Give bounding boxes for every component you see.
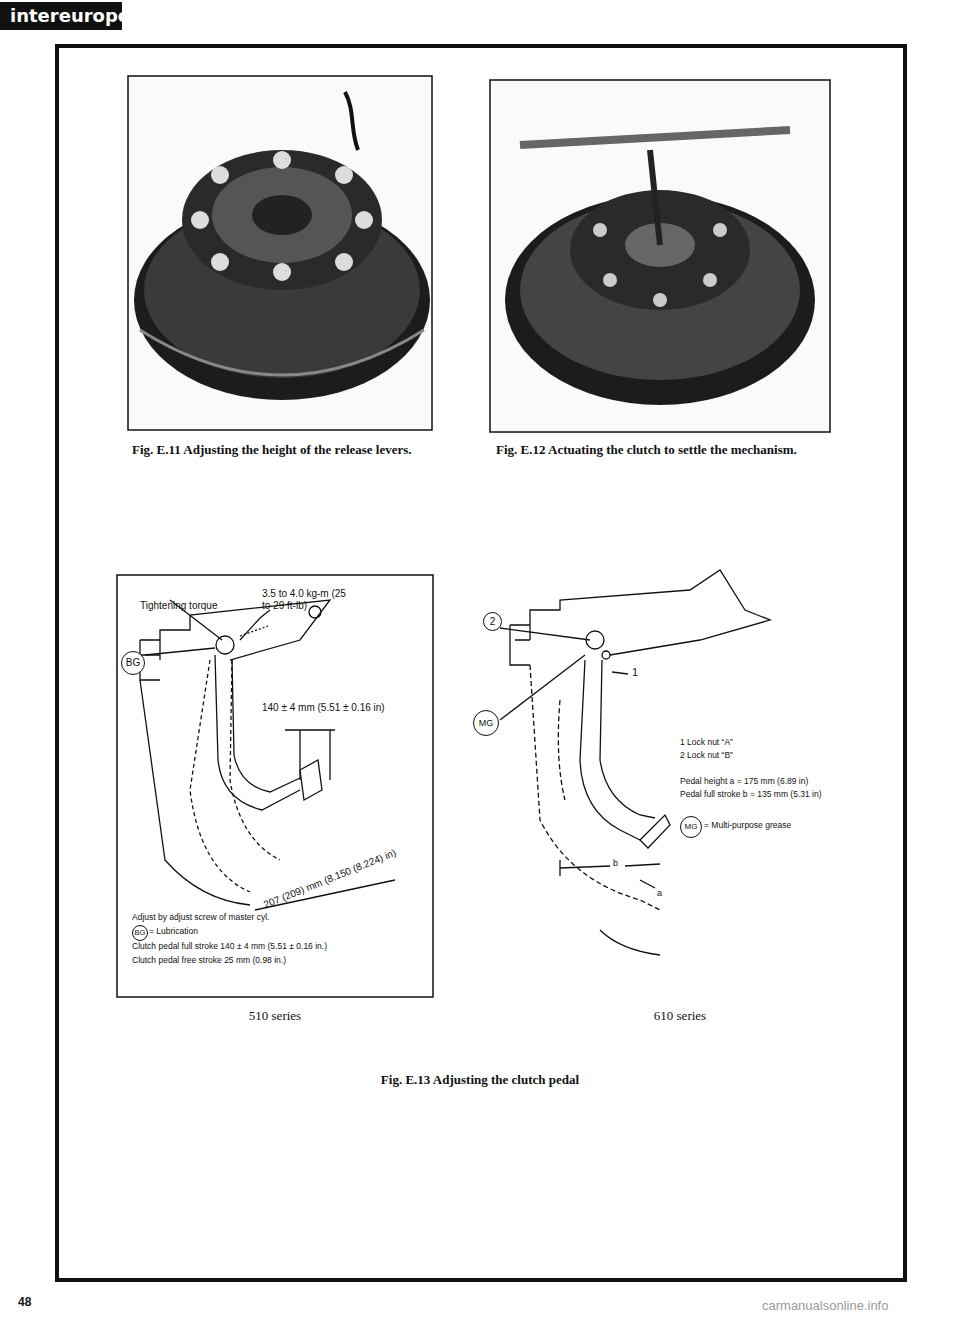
figure-caption: Fig. E.13 Adjusting the clutch pedal <box>381 1072 579 1088</box>
note-text: Adjust by adjust screw of master cyl. <box>132 912 269 922</box>
note-text: = Multi-purpose grease <box>704 820 791 830</box>
note-text: Clutch pedal full stroke 140 ± 4 mm (5.5… <box>132 941 327 951</box>
clutch-photo <box>490 80 830 432</box>
dimension-letter: b <box>613 858 618 869</box>
dimension-text: Pedal full stroke b = 135 mm (5.31 in) <box>680 789 822 799</box>
grease-symbol: MG <box>680 816 702 838</box>
lubrication-symbol: BG <box>132 925 148 941</box>
logo-text: intereurope <box>10 5 130 27</box>
part-name: 1 Lock nut “A” <box>680 737 733 747</box>
note-text: Clutch pedal free stroke 25 mm (0.98 in.… <box>132 955 286 965</box>
torque-value: 3.5 to 4.0 kg-m (25 to 29 ft-lb) <box>262 588 354 612</box>
series-label: 510 series <box>249 1008 301 1024</box>
grease-symbol: MG <box>473 710 499 736</box>
clutch-photo <box>128 76 432 430</box>
dimension-text: 140 ± 4 mm (5.51 ± 0.16 in) <box>262 702 385 714</box>
watermark: carmanualsonline.info <box>762 1298 888 1314</box>
lubrication-symbol: BG <box>121 651 145 675</box>
callout-number: 2 <box>483 612 502 631</box>
dimension-text: Pedal height a = 175 mm (6.89 in) <box>680 776 808 786</box>
figure-caption: Fig. E.11 Adjusting the height of the re… <box>132 442 422 458</box>
dimension-letter: a <box>657 888 662 899</box>
pedal-drawing-610 <box>500 570 770 955</box>
figure-caption: Fig. E.12 Actuating the clutch to settle… <box>496 442 826 458</box>
page-frame <box>57 46 905 1280</box>
dimension-text: 207 (209) mm (8.150 (8.224) in) <box>262 847 398 911</box>
series-label: 610 series <box>654 1008 706 1024</box>
part-name: 2 Lock nut “B” <box>680 750 733 760</box>
note-text: = Lubrication <box>149 926 198 936</box>
callout-number: 1 <box>632 666 638 679</box>
torque-label: Tightening torque <box>140 600 217 612</box>
pedal-drawing-510 <box>117 575 433 997</box>
page-number: 48 <box>18 1295 31 1309</box>
